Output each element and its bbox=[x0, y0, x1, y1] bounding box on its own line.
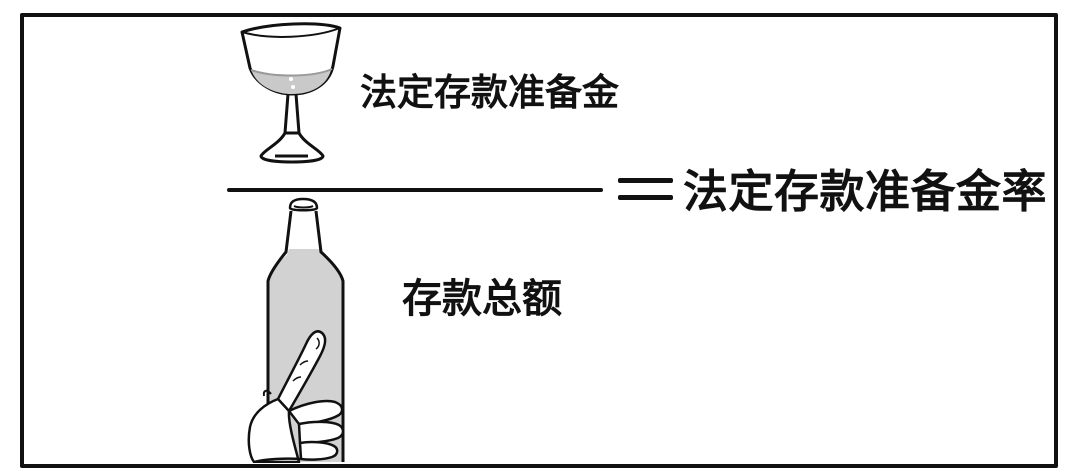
equals-sign bbox=[618, 178, 673, 200]
denominator-label: 存款总额 bbox=[402, 276, 562, 322]
wine-glass-icon bbox=[240, 22, 342, 164]
result-label: 法定存款准备金率 bbox=[683, 165, 1048, 218]
fraction-bar bbox=[227, 188, 603, 192]
equals-top-bar bbox=[618, 178, 673, 183]
hand-holding-bottle-icon bbox=[247, 197, 345, 463]
equals-bottom-bar bbox=[618, 195, 673, 200]
numerator-label: 法定存款准备金 bbox=[360, 71, 619, 114]
